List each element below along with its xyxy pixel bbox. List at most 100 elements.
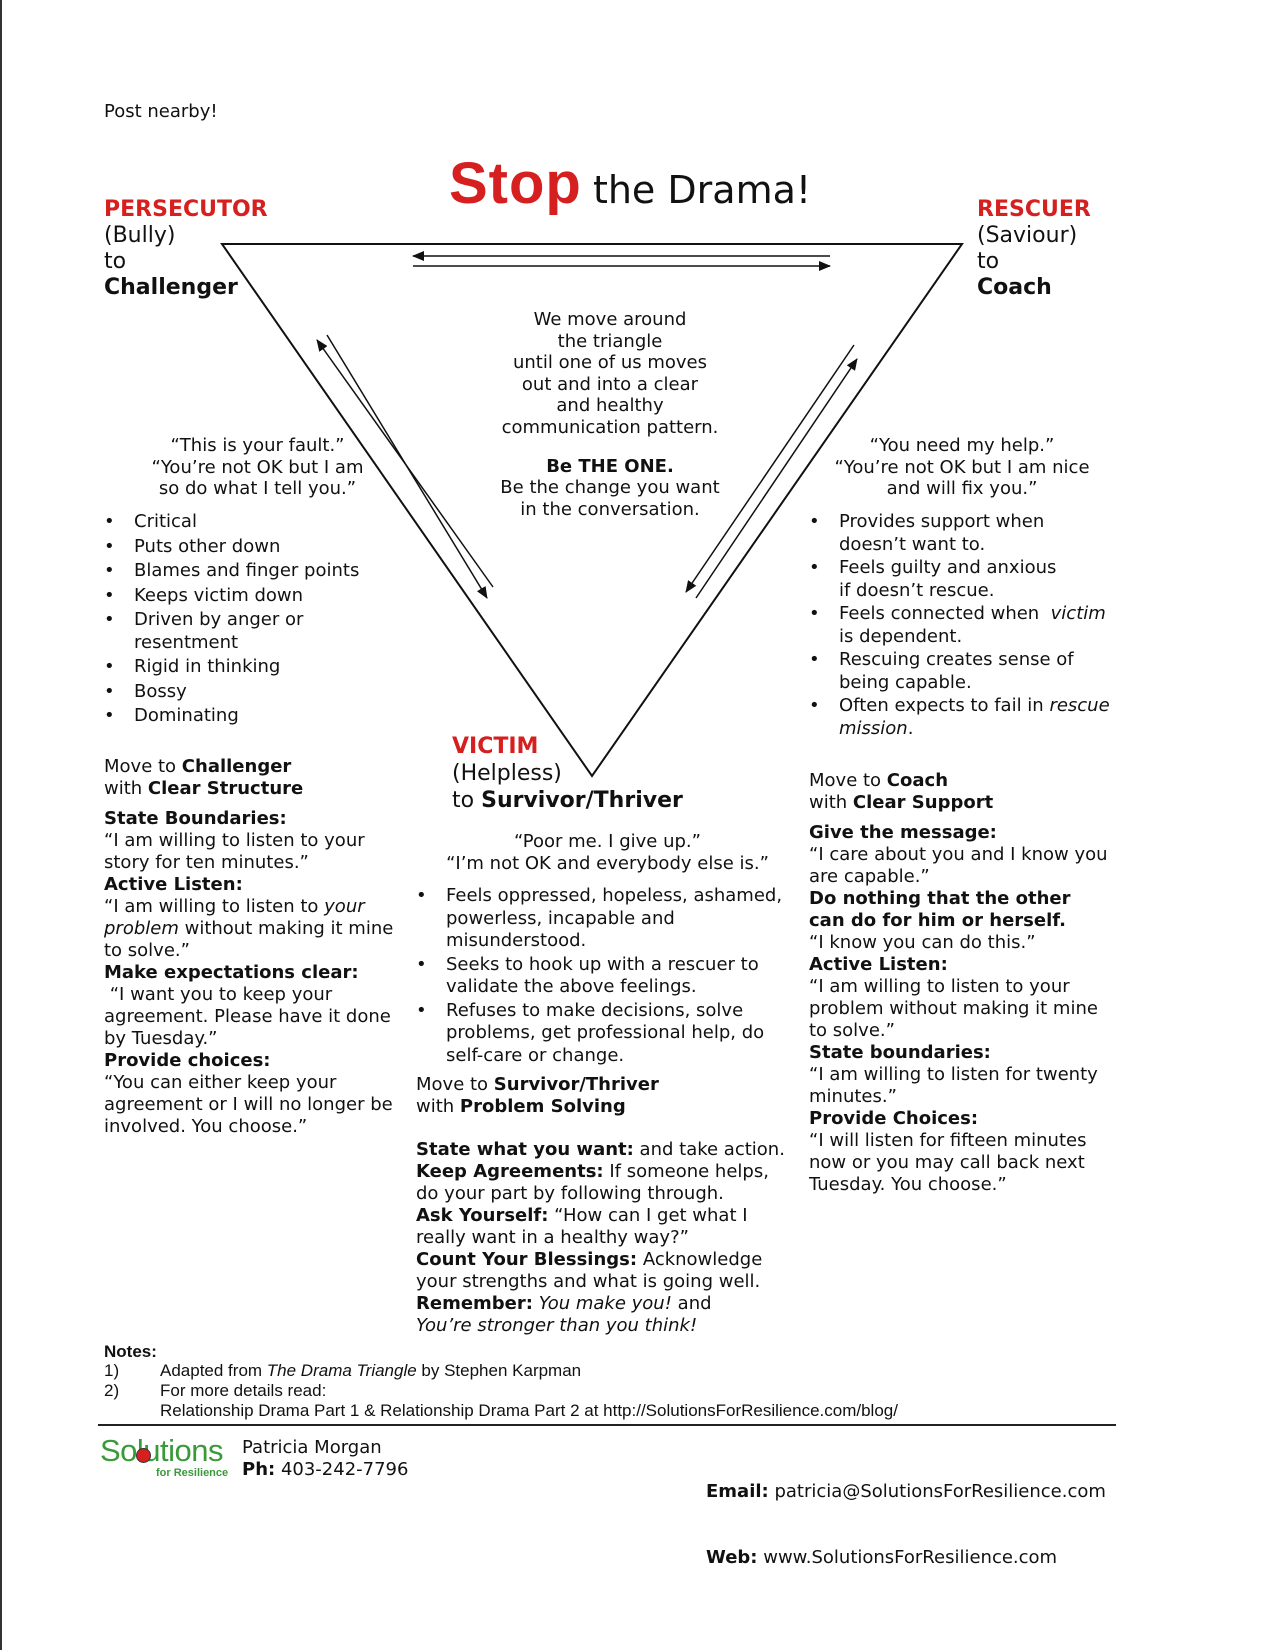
rescuer-move-section: Move to Coach with Clear Support Give th… — [809, 770, 1109, 1196]
quote-line: “Poor me. I give up.” — [514, 831, 701, 852]
step-text: “I know you can do this.” — [809, 932, 1036, 953]
move-target: Challenger — [181, 756, 292, 777]
step-heading: State Boundaries: — [104, 808, 287, 829]
step-heading: Provide choices: — [104, 1050, 271, 1071]
center-line: the triangle — [557, 330, 663, 352]
remember-line-2: You’re stronger than you think! — [416, 1315, 698, 1336]
rescuer-to: to — [977, 249, 1000, 274]
center-change-line: in the conversation. — [520, 498, 700, 520]
center-change-line: Be the change you want — [500, 477, 720, 499]
step-item: Count Your Blessings: Acknowledge your s… — [416, 1249, 763, 1292]
note-1: 1) Adapted from The Drama Triangle by St… — [104, 1361, 582, 1380]
center-line: communication pattern. — [501, 416, 719, 438]
victim-header: VICTIM (Helpless) to Survivor/Thriver — [452, 734, 683, 814]
persecutor-to: to — [104, 249, 127, 274]
list-item: Dominating — [104, 705, 374, 728]
notes-label: Notes: — [104, 1342, 157, 1361]
list-item: Bossy — [104, 681, 374, 704]
persecutor-header: PERSECUTOR (Bully) to Challenger — [104, 197, 268, 301]
step-heading: Give the message: — [809, 822, 997, 843]
step-heading: Active Listen: — [104, 874, 243, 895]
with-target: Clear Structure — [147, 778, 304, 799]
with-target: Problem Solving — [459, 1096, 626, 1117]
solutions-logo: Solutions for Resilience — [100, 1434, 230, 1484]
persecutor-quote: “This is your fault.” “You’re not OK but… — [120, 435, 395, 500]
step-text: “I will listen for fifteen minutes now o… — [809, 1130, 1087, 1195]
list-item: Critical — [104, 511, 374, 534]
step-heading: State boundaries: — [809, 1042, 991, 1063]
step-text: “I am willing to listen to your story fo… — [104, 830, 365, 873]
arrow-right-down — [685, 344, 855, 593]
list-item: Refuses to make decisions, solve problem… — [416, 1000, 786, 1068]
logo-subtitle: for Resilience — [156, 1467, 229, 1479]
arrow-left-up — [316, 339, 494, 588]
post-nearby-note: Post nearby! — [104, 101, 218, 122]
contact-web[interactable]: Web: www.SolutionsForResilience.com — [706, 1547, 1058, 1568]
with-prefix: with — [809, 792, 853, 813]
persecutor-traits: Critical Puts other down Blames and fing… — [104, 511, 374, 728]
page-title: Stop the Drama! — [449, 150, 811, 217]
title-rest: the Drama! — [592, 168, 812, 212]
note-2: 2) For more details read: — [104, 1381, 327, 1400]
victim-quote: “Poor me. I give up.” “I’m not OK and ev… — [420, 831, 795, 875]
list-item: Feels guilty and anxious if doesn’t resc… — [809, 557, 1069, 602]
page-edge-line — [0, 0, 2, 1650]
center-line: out and into a clear — [521, 373, 699, 395]
persecutor-target: Challenger — [104, 275, 238, 300]
list-item: Puts other down — [104, 536, 374, 559]
triangle-outline — [220, 243, 964, 778]
center-message: We move around the triangle until one of… — [470, 309, 750, 520]
contact-email[interactable]: Email: patricia@SolutionsForResilience.c… — [706, 1481, 1106, 1502]
quote-line: “This is your fault.” — [170, 435, 345, 456]
list-item: Seeks to hook up with a rescuer to valid… — [416, 954, 786, 999]
center-line: and healthy — [556, 395, 664, 417]
move-prefix: Move to — [416, 1074, 494, 1095]
contact-phone: Ph: 403-242-7796 — [242, 1459, 409, 1480]
notes-section: Notes: 1) Adapted from The Drama Triangl… — [104, 1342, 1104, 1420]
contact-right: Email: patricia@SolutionsForResilience.c… — [706, 1437, 1106, 1591]
with-prefix: with — [104, 778, 148, 799]
list-item: Feels oppressed, hopeless, ashamed, powe… — [416, 885, 786, 953]
list-item: Rescuing creates sense of being capable. — [809, 649, 1089, 694]
list-item: Blames and finger points — [104, 560, 374, 583]
list-item: Driven by anger or resentment — [104, 609, 324, 654]
footer-divider — [98, 1424, 1116, 1426]
with-target: Clear Support — [852, 792, 994, 813]
step-text: “You can either keep your agreement or I… — [104, 1072, 393, 1137]
step-text: “I am willing to listen to your problem … — [104, 896, 394, 961]
step-heading: Do nothing that the other can do for him… — [809, 888, 1071, 931]
step-heading: Provide Choices: — [809, 1108, 979, 1129]
victim-traits: Feels oppressed, hopeless, ashamed, powe… — [416, 885, 786, 1067]
list-item: Keeps victim down — [104, 585, 374, 608]
list-item: Feels connected when victim is dependent… — [809, 603, 1119, 648]
step-item: Ask Yourself: “How can I get what I real… — [416, 1205, 748, 1248]
move-prefix: Move to — [104, 756, 182, 777]
step-heading: Make expectations clear: — [104, 962, 359, 983]
step-text: “I am willing to listen for twenty minut… — [809, 1064, 1098, 1107]
rescuer-alias: (Saviour) — [977, 223, 1078, 248]
victim-role: VICTIM — [452, 734, 539, 759]
victim-target-line: to Survivor/Thriver — [452, 788, 683, 813]
quote-line: “You need my help.” — [869, 435, 1055, 456]
step-heading: Active Listen: — [809, 954, 948, 975]
title-stop: Stop — [449, 151, 582, 216]
center-line: We move around — [533, 309, 687, 330]
persecutor-move-section: Move to Challenger with Clear Structure … — [104, 756, 400, 1138]
step-text: “I want you to keep your agreement. Plea… — [104, 984, 397, 1049]
step-text: “I am willing to listen to your problem … — [809, 976, 1098, 1041]
list-item: Provides support when doesn’t want to. — [809, 511, 1089, 556]
logo-ladybug-icon — [136, 1448, 151, 1463]
move-target: Coach — [886, 770, 949, 791]
with-prefix: with — [416, 1096, 460, 1117]
quote-line: and will fix you.” — [886, 478, 1038, 499]
contact-left: Patricia Morgan Ph: 403-242-7796 — [242, 1437, 408, 1481]
step-item: State what you want: and take action. — [416, 1139, 785, 1160]
quote-line: “You’re not OK but I am nice — [834, 456, 1090, 478]
be-the-one: Be THE ONE. — [546, 455, 674, 477]
arrow-right-up — [695, 358, 858, 599]
move-prefix: Move to — [809, 770, 887, 791]
rescuer-role: RESCUER — [977, 197, 1091, 222]
list-item: Often expects to fail in rescue mission. — [809, 695, 1129, 740]
victim-move-section: Move to Survivor/Thriver with Problem So… — [416, 1074, 786, 1337]
note-2-detail: Relationship Drama Part 1 & Relationship… — [160, 1401, 898, 1420]
